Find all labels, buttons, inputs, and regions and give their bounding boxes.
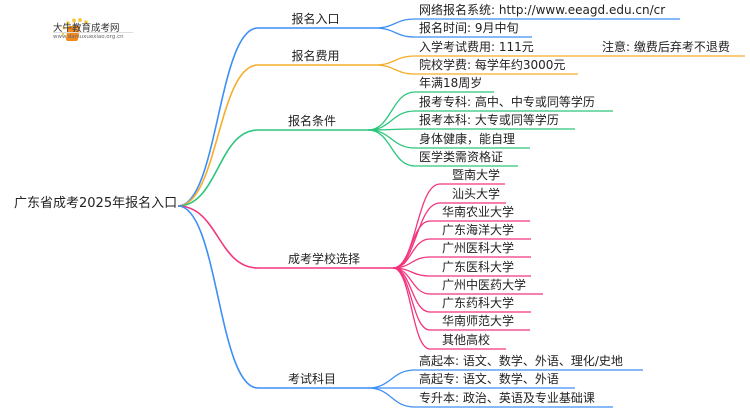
- branch-node[interactable]: 报名费用: [291, 49, 340, 63]
- leaf-node[interactable]: 专升本: 政治、英语及专业基础课: [419, 391, 595, 405]
- logo-url: www.daniuxuexiao.org.cn: [53, 34, 124, 40]
- leaf-node[interactable]: 高起本: 语文、数学、外语、理化/史地: [419, 354, 623, 368]
- branch-connector: [177, 129, 368, 207]
- branch-node[interactable]: 报名条件: [288, 114, 337, 128]
- leaf-node[interactable]: 广州中医药大学: [442, 278, 527, 292]
- branch-connector: [177, 64, 375, 207]
- leaf-node[interactable]: 报考本科: 大专或同等学历: [419, 113, 559, 127]
- branch-node[interactable]: 报名入口: [291, 12, 340, 26]
- leaf-node[interactable]: 广东药科大学: [442, 296, 515, 310]
- branch-connector: [177, 205, 393, 269]
- leaf-node[interactable]: 汕头大学: [452, 187, 501, 201]
- leaf-node[interactable]: 年满18周岁: [419, 76, 483, 90]
- leaf-node[interactable]: 华南农业大学: [442, 205, 515, 219]
- leaf-note[interactable]: 注意: 缴费后弃考不退费: [602, 40, 730, 54]
- leaf-connector: [392, 267, 506, 350]
- leaf-connector: [374, 18, 680, 29]
- leaf-connector: [367, 128, 575, 131]
- leaf-node[interactable]: 院校学费: 每学年约3000元: [419, 58, 566, 72]
- leaf-node[interactable]: 暨南大学: [452, 168, 501, 182]
- root-topic[interactable]: 广东省成考2025年报名入口: [14, 196, 178, 211]
- leaf-node[interactable]: 入学考试费用: 111元: [419, 40, 534, 54]
- leaf-connector: [392, 220, 530, 269]
- leaf-connector: [367, 129, 518, 167]
- book-logo-icon: [61, 18, 88, 41]
- leaf-node[interactable]: 报考专科: 高中、中专或同等学历: [419, 95, 595, 109]
- leaf-node[interactable]: 身体健康，能自理: [419, 132, 516, 146]
- logo-title: 大牛教育成考网: [53, 23, 120, 34]
- logo-divider: [53, 32, 133, 33]
- leaf-connector: [374, 64, 578, 75]
- leaf-connector: [374, 55, 745, 66]
- leaf-node[interactable]: 广州医科大学: [442, 241, 515, 255]
- leaf-node[interactable]: 医学类需资格证: [419, 150, 504, 164]
- leaf-connector: [367, 91, 494, 131]
- branch-connector: [177, 27, 375, 207]
- branch-node[interactable]: 考试科目: [288, 372, 337, 386]
- branch-connector: [177, 205, 368, 389]
- leaf-node[interactable]: 广东海洋大学: [442, 223, 515, 237]
- leaf-node[interactable]: 华南师范大学: [442, 314, 515, 328]
- leaf-connector: [367, 387, 613, 408]
- leaf-node[interactable]: 广东医科大学: [442, 260, 515, 274]
- leaf-node[interactable]: 报名时间: 9月中旬: [419, 21, 519, 35]
- leaf-node[interactable]: 其他高校: [442, 333, 491, 347]
- leaf-node[interactable]: 高起专: 语文、数学、外语: [419, 372, 559, 386]
- leaf-node[interactable]: 网络报名系统: http://www.eeagd.edu.cn/cr: [419, 3, 666, 17]
- leaf-connector: [374, 27, 532, 38]
- branch-node[interactable]: 成考学校选择: [288, 252, 361, 266]
- leaf-connector: [392, 256, 531, 269]
